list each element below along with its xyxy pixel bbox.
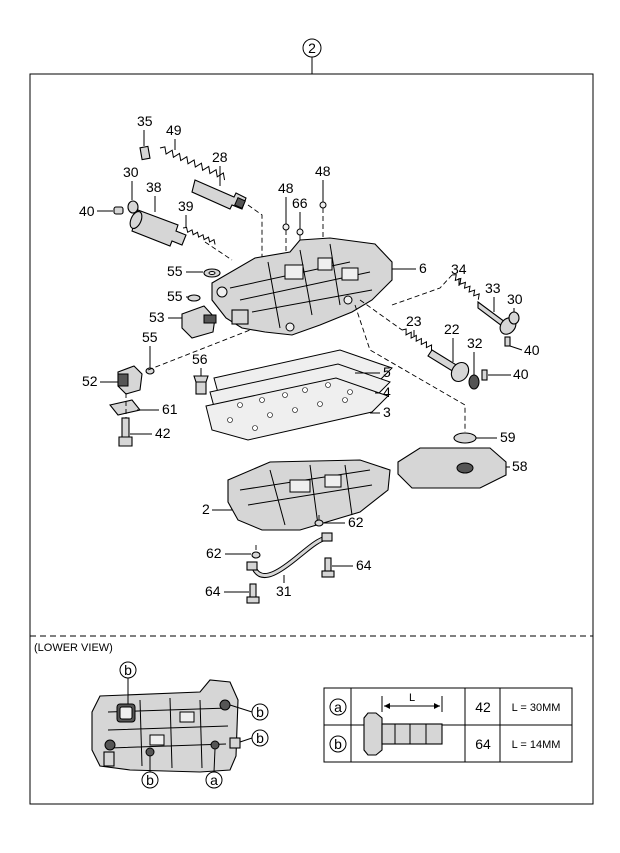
table-part-64: 64 xyxy=(475,736,491,752)
callout-34: 34 xyxy=(451,261,467,277)
strainer-58 xyxy=(397,432,507,489)
callout-52: 52 xyxy=(82,373,98,389)
callout-6: 6 xyxy=(419,260,427,276)
table-length-b: L = 14MM xyxy=(512,739,561,751)
callout-61: 61 xyxy=(162,401,178,417)
callout-38: 38 xyxy=(146,179,162,195)
callout-55c: 55 xyxy=(142,329,158,345)
callout-35: 35 xyxy=(137,113,153,129)
callout-40a: 40 xyxy=(79,203,95,219)
marker-b-1: b xyxy=(124,662,132,678)
callout-4: 4 xyxy=(383,384,391,400)
callout-48a: 48 xyxy=(278,180,294,196)
upper-valve-body-6 xyxy=(211,237,393,336)
callout-28: 28 xyxy=(212,149,228,165)
callout-58: 58 xyxy=(512,458,528,474)
table-length-a: L = 30MM xyxy=(512,702,561,714)
marker-b-2: b xyxy=(256,704,264,720)
callout-56: 56 xyxy=(192,351,208,367)
callout-62b: 62 xyxy=(206,545,222,561)
callout-30a: 30 xyxy=(123,164,139,180)
solenoid-53 xyxy=(181,305,217,339)
callout-31: 31 xyxy=(276,583,292,599)
callout-64b: 64 xyxy=(356,557,372,573)
callout-48b: 48 xyxy=(315,163,331,179)
valve-38 xyxy=(129,209,187,247)
lower-view-markers: b b b b a xyxy=(119,661,269,789)
solenoid-52 xyxy=(117,365,143,395)
callout-66: 66 xyxy=(292,195,308,211)
callout-49: 49 xyxy=(166,122,182,138)
callout-30b: 30 xyxy=(507,291,523,307)
callout-22: 22 xyxy=(444,321,460,337)
marker-b-3: b xyxy=(256,730,264,746)
callout-62a: 62 xyxy=(348,514,364,530)
assembly-reference: 2 xyxy=(302,38,322,74)
assembly-ref-label: 2 xyxy=(308,40,316,56)
bolt-table: a b L 42 64 L = 30MM L = 14MM xyxy=(323,687,573,763)
marker-a-1: a xyxy=(210,772,218,788)
callout-40b: 40 xyxy=(524,342,540,358)
valve-28 xyxy=(191,179,247,210)
tube-31 xyxy=(246,532,333,578)
callout-53: 53 xyxy=(149,309,165,325)
table-key-a: a xyxy=(334,699,342,715)
callout-23: 23 xyxy=(406,313,422,329)
separator-plates xyxy=(205,349,393,441)
bolt-42 xyxy=(118,417,133,447)
dimension-label: L xyxy=(409,692,415,704)
callout-64a: 64 xyxy=(205,583,221,599)
callout-55a: 55 xyxy=(167,263,183,279)
callout-2: 2 xyxy=(202,501,210,517)
callouts: 35 49 28 30 38 40 39 48 66 48 55 6 34 33… xyxy=(79,113,540,599)
marker-b-4: b xyxy=(146,772,154,788)
bolt-diagram: L xyxy=(363,692,443,756)
parts-illustration xyxy=(109,145,520,604)
lower-view-illustration xyxy=(91,679,241,773)
callout-42: 42 xyxy=(155,425,171,441)
callout-33: 33 xyxy=(485,280,501,296)
spring-49 xyxy=(159,146,226,181)
callout-55b: 55 xyxy=(167,288,183,304)
callout-40c: 40 xyxy=(513,366,529,382)
table-part-42: 42 xyxy=(475,699,491,715)
table-key-b: b xyxy=(334,736,342,752)
callout-5: 5 xyxy=(383,364,391,380)
callout-59: 59 xyxy=(500,429,516,445)
callout-39: 39 xyxy=(178,198,194,214)
callout-32: 32 xyxy=(467,335,483,351)
valve-23-22 xyxy=(401,328,470,383)
lower-view-title: (LOWER VIEW) xyxy=(34,642,113,654)
main-frame xyxy=(29,73,594,805)
callout-3: 3 xyxy=(383,404,391,420)
lower-valve-body-2 xyxy=(227,459,391,531)
